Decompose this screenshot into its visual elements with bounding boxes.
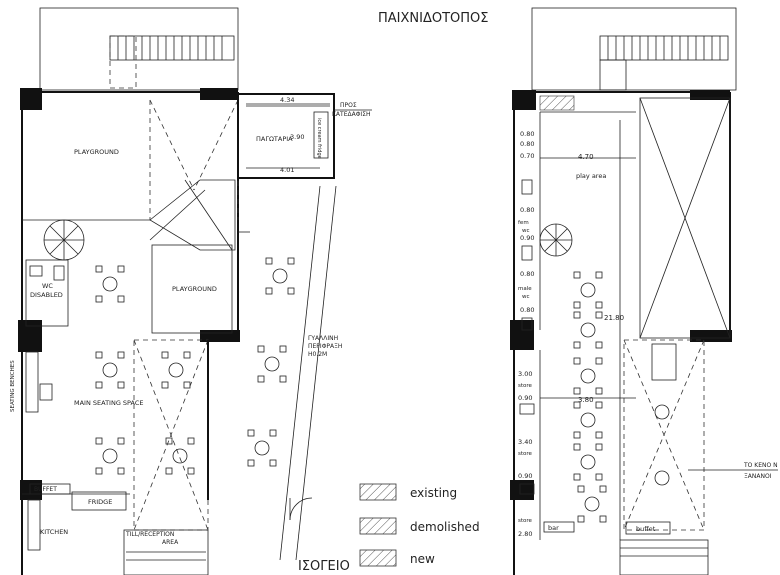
- label-fem: fem: [518, 220, 529, 226]
- label-playground-1: PLAYGROUND: [74, 148, 119, 156]
- legend-label-new: new: [410, 552, 435, 566]
- legend-swatch-demolished: [359, 517, 397, 535]
- spiral-stair-right: [539, 223, 573, 257]
- left-floor-plan: PLAYGROUND PLAYGROUND ΠΑΓΩΤΑΡΙΑ ice crea…: [10, 7, 372, 575]
- spiral-stair-left: [43, 219, 85, 261]
- dim-store-5: 2.80: [518, 530, 532, 538]
- label-play-area: play area: [576, 172, 606, 180]
- dim-top: 4.70: [578, 153, 594, 161]
- dim-pagotaria-width: 4.34: [280, 96, 294, 104]
- right-top-stair: [599, 35, 729, 91]
- floor-label: ΙΣΟΓΕΙΟ: [298, 559, 350, 574]
- label-store-3: store: [518, 518, 533, 524]
- label-male: male: [518, 286, 532, 292]
- label-bar: bar: [548, 524, 559, 532]
- label-pagotaria: ΠΑΓΩΤΑΡΙΑ: [256, 135, 293, 143]
- dim-wc-2: 0.70: [520, 152, 534, 160]
- dim-store-4: 0.90: [518, 472, 532, 480]
- table-group-right: [573, 271, 607, 523]
- label-katedafisi: ΚΑΤΕΔΑΦΙΣΗ: [332, 111, 371, 118]
- dim-wc-5: 0.80: [520, 270, 534, 278]
- dim-wc-3: 0.80: [520, 206, 534, 214]
- label-disabled: DISABLED: [30, 291, 63, 299]
- right-top-block: [539, 95, 575, 111]
- label-playground-2: PLAYGROUND: [172, 285, 217, 293]
- dim-wc-6: 0.80: [520, 306, 534, 314]
- drawing-title: ΠΑΙΧΝΙΔΟΤΟΠΟΣ: [378, 11, 489, 26]
- legend: existing demolished new: [359, 483, 480, 567]
- label-store-1: store: [518, 383, 533, 389]
- label-glass-3: H0.2M: [308, 351, 327, 358]
- legend-swatch-new: [359, 549, 397, 567]
- label-fridge-vertical: ice cream fridge: [316, 118, 322, 159]
- legend-swatch-existing: [359, 483, 397, 501]
- dim-wc-1: 0.80: [520, 130, 534, 138]
- label-wc-fem: wc: [522, 228, 530, 234]
- legend-label-existing: existing: [410, 486, 457, 500]
- label-pros: ΠΡΟΣ: [340, 102, 357, 109]
- label-wc-male: wc: [522, 294, 530, 300]
- left-top-stair: [109, 35, 235, 89]
- table-group-left-1: [95, 265, 195, 475]
- label-wc: WC: [42, 282, 53, 290]
- dim-store-2: 0.90: [518, 394, 532, 402]
- label-reception: TILL/RECEPTION: [125, 531, 174, 538]
- dim-pagotaria-inner: 4.01: [280, 166, 294, 174]
- dim-mid: 3.80: [578, 396, 594, 404]
- label-seating-benches: SEATING BENCHES: [10, 360, 16, 412]
- dim-wc-4: 0.90: [520, 234, 534, 242]
- label-buffet-left: BUFFET: [34, 486, 57, 493]
- label-glass-2: ΠΕΡΙΦΡΑΞΗ: [308, 343, 342, 350]
- label-note-1: ΤΟ ΚΕΝΟ Ν: [743, 462, 778, 469]
- table-group-left-2: [247, 257, 295, 467]
- label-buffet-right: buffet: [636, 525, 656, 533]
- dim-store-3: 3.40: [518, 438, 532, 446]
- dim-long: 21.80: [604, 314, 624, 322]
- dim-pagotaria-height: 3.90: [290, 133, 304, 141]
- label-glass-1: ΓΥΑΛΛΙΝΗ: [308, 335, 338, 342]
- dim-wc-7: 0.80: [520, 140, 534, 148]
- label-main-seating: MAIN SEATING SPACE: [74, 399, 144, 407]
- label-store-2: store: [518, 451, 533, 457]
- label-note-2: ΞΑΝΑΝΟΙ: [744, 473, 772, 480]
- legend-label-demolished: demolished: [410, 520, 480, 534]
- label-kitchen: KITCHEN: [40, 528, 68, 536]
- label-area: AREA: [162, 539, 179, 546]
- right-floor-plan: 4.70 play area 21.80 3.80 0.80 0.70 0.80…: [510, 7, 778, 575]
- label-fridge: FRIDGE: [88, 498, 112, 506]
- dim-store-1: 3.00: [518, 370, 532, 378]
